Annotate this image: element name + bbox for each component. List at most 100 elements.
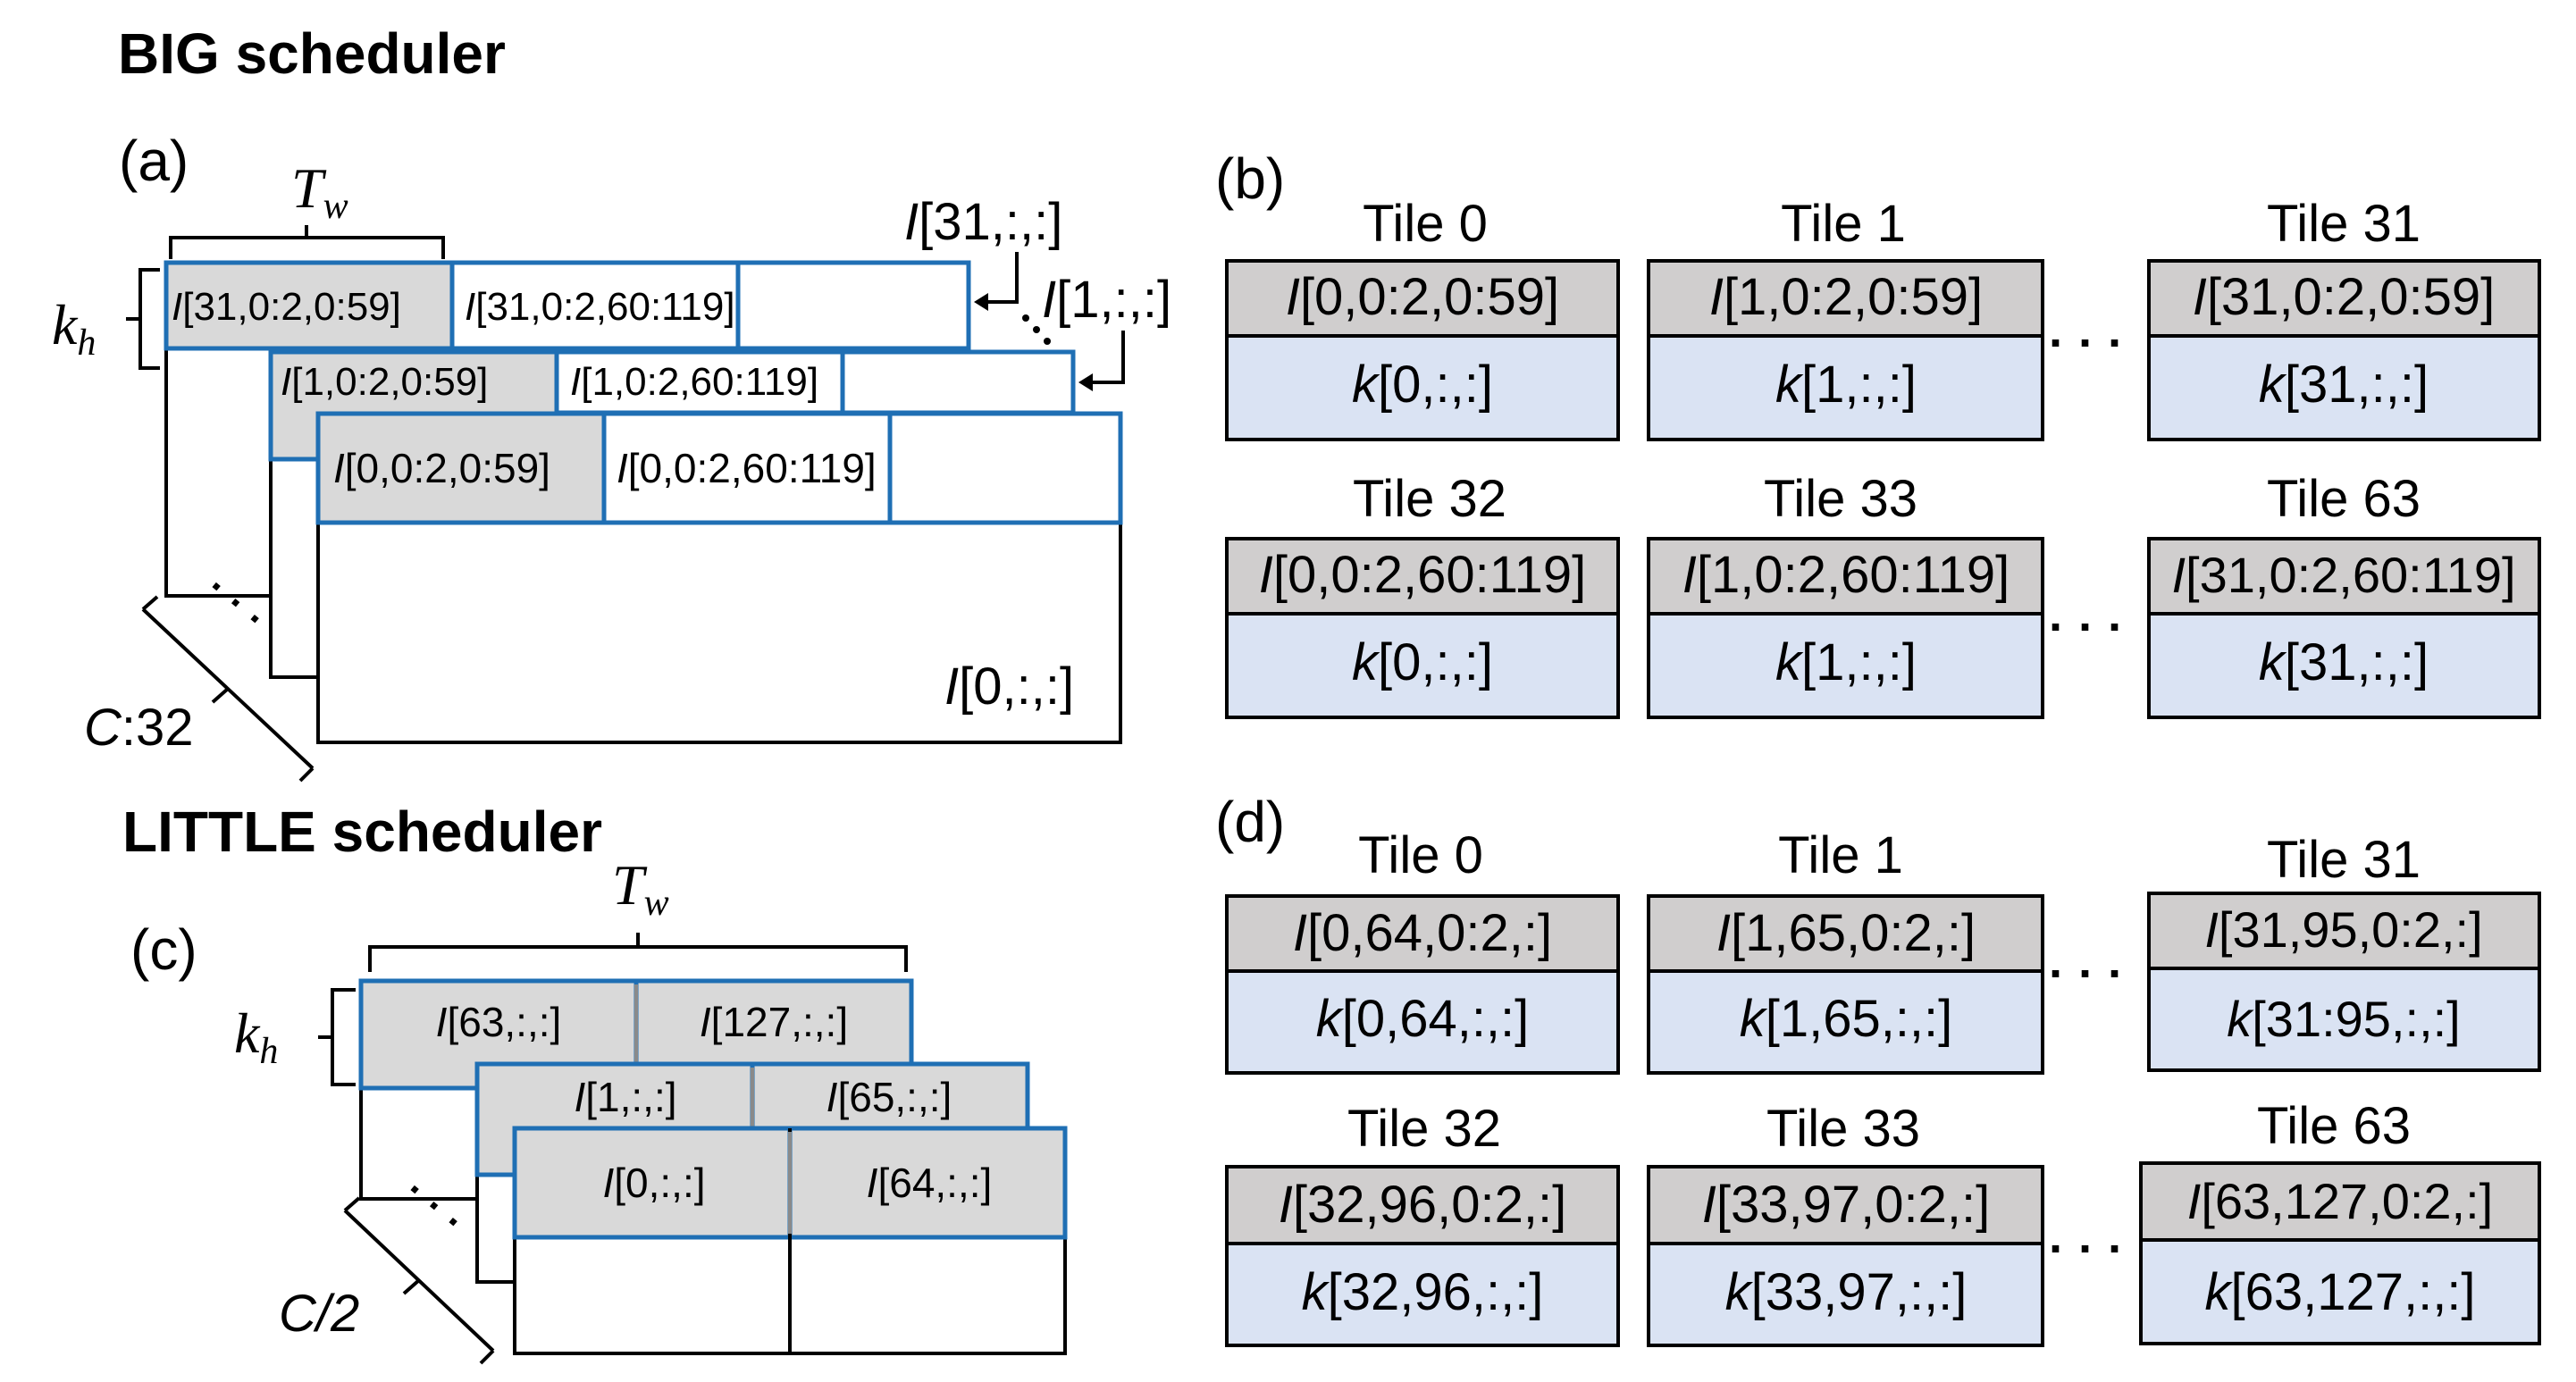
- layer-1-cell-2-label: I[1,0:2,60:119]: [570, 360, 818, 404]
- tile-d-1-kernel-label: k[1,65,:,:]: [1740, 990, 1953, 1048]
- tile-d-33: Tile 33 I[33,97,0:2,:] k[33,97,:,:]: [1647, 1100, 2044, 1347]
- tile-b-dots-row1: · · ·: [2049, 316, 2124, 370]
- tile-b-1-kernel: [1647, 334, 2044, 441]
- panel-b: (b) Tile 0 I[0,0:2,0:59] k[0,:,:] Tile 1…: [1215, 147, 2541, 719]
- tile-b-0-kernel-label: k[0,:,:]: [1352, 356, 1493, 414]
- tile-d-1: Tile 1 I[1,65,0:2,:] k[1,65,:,:]: [1647, 826, 2044, 1075]
- tile-b-32-kernel-label: k[0,:,:]: [1352, 633, 1493, 691]
- little-layer-0-cell-1: [512, 1126, 793, 1240]
- little-c-brace: [343, 1196, 495, 1365]
- tile-d-0-input: [1225, 894, 1620, 973]
- panel-a-label: (a): [119, 129, 189, 193]
- tile-d-31-kernel: [2147, 967, 2541, 1072]
- tile-b-32-kernel: [1225, 612, 1620, 719]
- big-scheduler-title: BIG scheduler: [118, 21, 506, 86]
- tile-b-1-name: Tile 1: [1781, 195, 1906, 253]
- tile-d-0-name: Tile 0: [1358, 826, 1483, 884]
- little-layer-0-cell-1-label: I[0,:,:]: [602, 1160, 705, 1206]
- layer-0-cell-2-label: I[0,0:2,60:119]: [617, 445, 877, 491]
- panel-a: (a) I[31,0:2,0:59] I[31,0:2,60:119] I[1,…: [52, 129, 1171, 783]
- layer-1-cell-2: [554, 349, 845, 415]
- panel-b-label: (b): [1215, 147, 1285, 211]
- tile-d-33-input: [1647, 1165, 2044, 1245]
- tile-d-33-kernel: [1647, 1242, 2044, 1347]
- tile-d-0-kernel-label: k[0,64,:,:]: [1316, 990, 1530, 1048]
- tile-d-31: Tile 31 I[31,95,0:2,:] k[31:95,:,:]: [2147, 831, 2541, 1072]
- tile-d-1-input: [1647, 894, 2044, 973]
- little-layer-0-cell-2-label: I[64,:,:]: [867, 1160, 993, 1206]
- tile-b-1: Tile 1 I[1,0:2,0:59] k[1,:,:]: [1647, 195, 2044, 441]
- layer-1-cell-1-label: I[1,0:2,0:59]: [281, 360, 488, 404]
- kh-label: kh: [52, 293, 96, 364]
- tile-d-dots-row2: · · ·: [2049, 1222, 2124, 1276]
- c32-label: C:32: [84, 699, 194, 757]
- layer-31-cell-3: [735, 260, 971, 351]
- tile-d-32-kernel-label: k[32,96,:,:]: [1302, 1263, 1544, 1321]
- tile-d-31-input: [2147, 892, 2541, 970]
- tile-b-31-name: Tile 31: [2267, 195, 2421, 253]
- tile-d-0: Tile 0 I[0,64,0:2,:] k[0,64,:,:]: [1225, 826, 1620, 1075]
- layer-1-cell-3: [840, 349, 1076, 415]
- tile-d-33-kernel-label: k[33,97,:,:]: [1725, 1263, 1968, 1321]
- tile-b-32-input-label: I[0,0:2,60:119]: [1259, 546, 1587, 604]
- little-c2-label: C/2: [279, 1285, 359, 1343]
- little-scheduler-title: LITTLE scheduler: [122, 800, 602, 864]
- tile-b-63: Tile 63 I[31,0:2,60:119] k[31,:,:]: [2147, 470, 2541, 719]
- tile-b-32-input: [1225, 537, 1620, 616]
- little-layer-0-cell-2: [787, 1126, 1068, 1240]
- tile-b-33: Tile 33 I[1,0:2,60:119] k[1,:,:]: [1647, 470, 2044, 719]
- callout-dot-2: [1033, 326, 1040, 333]
- tile-d-0-kernel: [1225, 969, 1620, 1075]
- tile-d-0-input-label: I[0,64,0:2,:]: [1293, 904, 1552, 962]
- tile-b-63-input-label: I[31,0:2,60:119]: [2171, 547, 2515, 603]
- tile-d-63-input-label: I[63,127,0:2,:]: [2187, 1173, 2493, 1229]
- tile-d-33-input-label: I[33,97,0:2,:]: [1702, 1176, 1990, 1234]
- callout-dot-3: [1044, 338, 1051, 345]
- tile-d-1-input-label: I[1,65,0:2,:]: [1716, 904, 1976, 962]
- little-layer-1-cell-2-label: I[65,:,:]: [827, 1074, 952, 1120]
- tw-label: Tw: [291, 156, 348, 227]
- tile-d-63-name: Tile 63: [2257, 1097, 2411, 1155]
- tile-b-31-kernel: [2147, 334, 2541, 441]
- tile-b-31-kernel-label: k[31,:,:]: [2259, 356, 2429, 414]
- tile-b-33-kernel: [1647, 612, 2044, 719]
- tile-b-33-name: Tile 33: [1764, 470, 1917, 528]
- little-layer-63-cell-1-label: I[63,:,:]: [436, 999, 562, 1045]
- layer-0-cell-1: [315, 411, 607, 525]
- tw-brace: [169, 225, 445, 259]
- tile-b-0: Tile 0 I[0,0:2,0:59] k[0,:,:]: [1225, 195, 1620, 441]
- tile-b-31: Tile 31 I[31,0:2,0:59] k[31,:,:]: [2147, 195, 2541, 441]
- tile-b-33-input: [1647, 537, 2044, 616]
- little-tw-label: Tw: [612, 853, 669, 924]
- layer-0-cell-1-label: I[0,0:2,0:59]: [333, 445, 550, 491]
- tile-b-0-input: [1225, 259, 1620, 338]
- tile-d-31-kernel-label: k[31:95,:,:]: [2227, 991, 2461, 1047]
- tile-b-63-name: Tile 63: [2267, 470, 2421, 528]
- kh-brace: [126, 268, 160, 370]
- tile-b-dots-row2: · · ·: [2049, 600, 2124, 654]
- tile-d-63-kernel: [2139, 1238, 2541, 1345]
- tile-b-0-name: Tile 0: [1363, 195, 1488, 253]
- little-layer-63-cell-2-label: I[127,:,:]: [700, 999, 848, 1045]
- tile-b-63-kernel-label: k[31,:,:]: [2259, 633, 2429, 691]
- panel-d: (d) Tile 0 I[0,64,0:2,:] k[0,64,:,:] Til…: [1215, 790, 2541, 1347]
- layer-31-cell-1-label: I[31,0:2,0:59]: [172, 285, 401, 329]
- callout-31-label: I[31,:,:]: [904, 193, 1062, 251]
- tile-d-dots-row1: · · ·: [2049, 947, 2124, 1001]
- c-brace: [141, 595, 315, 783]
- tile-d-32-name: Tile 32: [1347, 1100, 1501, 1158]
- callout-dot-1: [1022, 314, 1029, 322]
- front-layer-label: I[0,:,:]: [944, 657, 1074, 716]
- panel-c: (c) I[63,:,:] I[127,:,:] I[1,:,:] I[65,:…: [130, 853, 1068, 1365]
- tile-b-63-kernel: [2147, 612, 2541, 719]
- layer-31-cell-2: [449, 260, 741, 351]
- tile-b-0-kernel: [1225, 334, 1620, 441]
- layer-31-cell-1: [164, 260, 455, 351]
- tile-b-0-input-label: I[0,0:2,0:59]: [1286, 268, 1559, 326]
- tile-d-32-input-label: I[32,96,0:2,:]: [1279, 1176, 1566, 1234]
- little-layer-1-cell-1-label: I[1,:,:]: [574, 1074, 676, 1120]
- tile-b-33-input-label: I[1,0:2,60:119]: [1682, 546, 2010, 604]
- callout-31-arrow: [985, 252, 1019, 304]
- tile-b-63-input: [2147, 537, 2541, 616]
